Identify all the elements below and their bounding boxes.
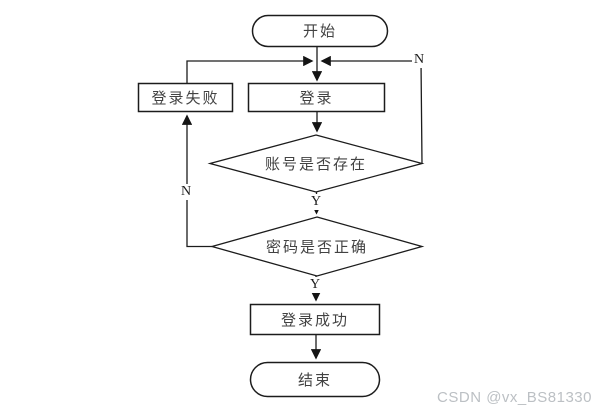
csdn-watermark: CSDN @vx_BS81330 xyxy=(437,389,592,406)
account-check-diamond-shape xyxy=(207,134,425,193)
edge-label-password-no: N xyxy=(179,184,194,200)
password-check-diamond-shape xyxy=(209,216,425,277)
edge-label-account-no: N xyxy=(412,52,427,68)
edge-label-password-yes: Y xyxy=(308,277,323,293)
edge-label-account-yes: Y xyxy=(309,194,324,210)
start-terminator-shape xyxy=(251,14,389,48)
login-success-box-shape xyxy=(249,303,381,336)
login-box-shape xyxy=(247,82,386,113)
end-terminator-shape xyxy=(249,361,381,398)
login-fail-box-shape xyxy=(137,82,234,113)
edge-password-no-to-fail xyxy=(181,114,212,248)
edge-fail-rejoin-login xyxy=(186,55,314,83)
